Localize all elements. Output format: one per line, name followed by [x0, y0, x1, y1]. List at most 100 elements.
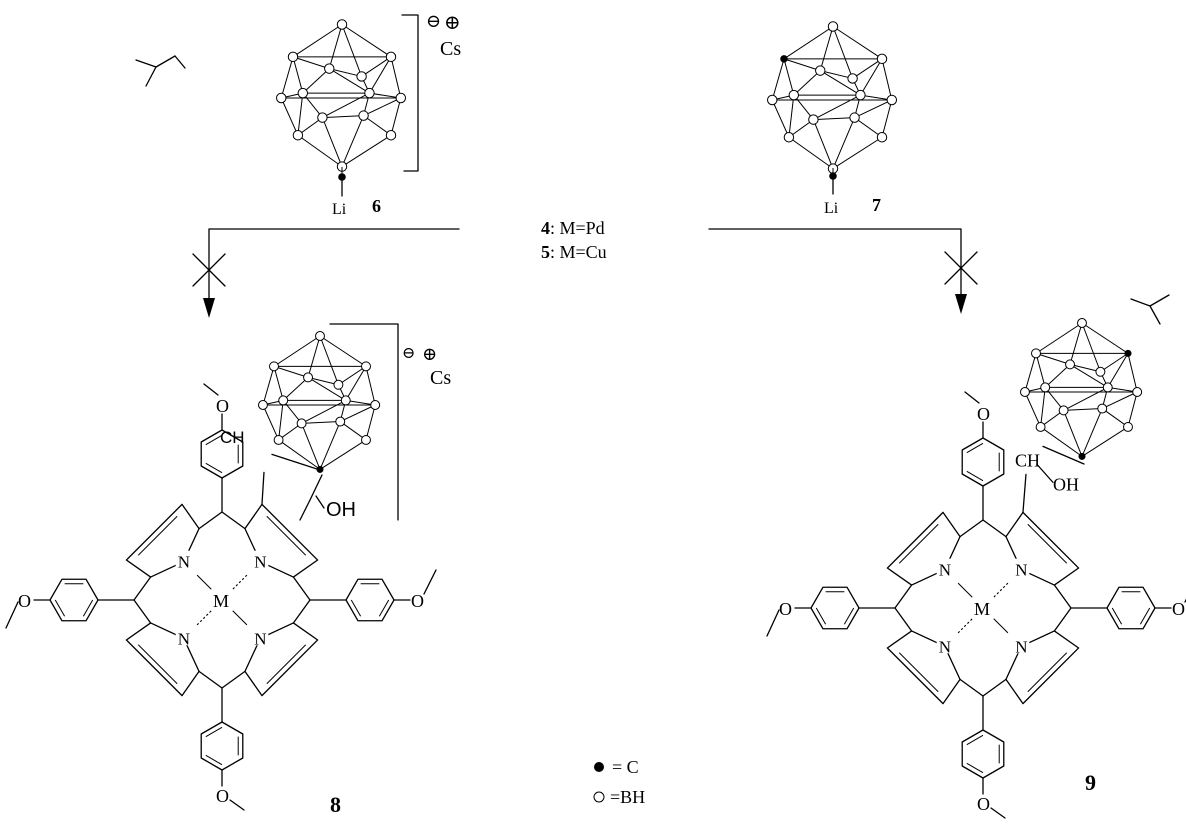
- cage-edge: [301, 421, 341, 424]
- cage-edge: [341, 24, 392, 58]
- carbon-legend-dot: [594, 762, 604, 772]
- compound-number-6: 6: [372, 196, 381, 216]
- boron-vertex: [361, 361, 371, 372]
- boron-vertex: [315, 331, 325, 341]
- cage-edge: [297, 93, 304, 136]
- meso-bond: [292, 576, 311, 601]
- cage-edge: [1101, 408, 1129, 428]
- cage-edge: [1107, 353, 1129, 388]
- oxygen-label: O: [216, 786, 229, 806]
- cage-edge: [881, 58, 893, 101]
- cage-edge: [1081, 426, 1129, 457]
- meso-bond: [221, 511, 246, 530]
- cage-edge: [390, 97, 402, 136]
- carbon-vertex: [1124, 349, 1132, 357]
- nitrogen-label: N: [178, 629, 190, 648]
- aryl-ring-left: [49, 578, 99, 622]
- metal-bond: [957, 582, 973, 598]
- boron-vertex: [1102, 382, 1113, 393]
- label-backdrop: [175, 550, 192, 569]
- cage-edge: [1081, 322, 1129, 354]
- aromatic-bond: [1111, 607, 1123, 625]
- cage-edge: [812, 119, 834, 169]
- coordination-bond: [196, 610, 212, 626]
- cage-edge: [292, 56, 304, 94]
- carbon-vertex: [780, 55, 788, 63]
- label-backdrop: [252, 550, 269, 569]
- boron-legend-dot: [593, 791, 605, 803]
- aromatic-bond: [54, 599, 66, 617]
- cage-edge: [1035, 352, 1071, 365]
- cage-edge: [1063, 410, 1083, 457]
- boron-vertex: [1019, 387, 1030, 397]
- boron-vertex: [257, 400, 268, 410]
- cage-edge: [783, 26, 834, 60]
- cage-edge: [1069, 322, 1083, 365]
- meso-bond: [1053, 607, 1072, 632]
- cage-edge: [319, 421, 341, 470]
- boron-vertex: [269, 361, 279, 372]
- reagent-6: ⊖ ⊕ Cs Li 6: [332, 11, 461, 218]
- cation-sign-8: ⊕: [422, 344, 437, 364]
- aromatic-bond: [966, 762, 984, 774]
- methyl-bond: [964, 391, 980, 404]
- oxygen-label: O: [411, 591, 424, 611]
- boron-vertex: [276, 92, 287, 104]
- coordination-bond: [232, 574, 248, 590]
- boron-vertex: [370, 400, 381, 410]
- cage-edge: [1040, 387, 1046, 428]
- meso-bond: [894, 584, 913, 609]
- boron-vertex: [278, 395, 289, 406]
- arrow-right: [708, 228, 978, 314]
- aromatic-bond: [205, 726, 223, 738]
- boron-vertex: [335, 416, 346, 427]
- pyrrole-ring: [125, 503, 200, 578]
- cage-link: [271, 453, 321, 471]
- nitrogen-label: N: [939, 637, 951, 656]
- cage-edge: [390, 56, 402, 99]
- reaction-conditions: 4: M=Pd 5: M=Cu: [541, 218, 607, 262]
- meso-bond: [959, 519, 984, 538]
- cage-edge: [319, 335, 339, 385]
- pyrrole-ring: [244, 503, 319, 578]
- cage-edge: [860, 94, 892, 101]
- boron-vertex: [361, 434, 371, 445]
- boron-vertex: [827, 21, 839, 32]
- meso-bond: [198, 670, 223, 689]
- aromatic-bond: [378, 599, 390, 617]
- bracket-6: [401, 14, 419, 172]
- cage-9-carborane: [1019, 318, 1143, 460]
- cage-edge: [307, 376, 347, 401]
- meso-bond: [959, 678, 984, 697]
- meso-bond: [894, 607, 913, 632]
- cage-edge: [793, 70, 821, 96]
- cage-edge: [771, 99, 790, 138]
- cage-edge: [328, 68, 370, 94]
- compound-number-9: 9: [1085, 770, 1096, 795]
- aryl-ring-right: [1106, 586, 1156, 630]
- nitrogen-label: N: [1015, 637, 1027, 656]
- isopropyl-7: [135, 55, 176, 68]
- methyl-bond: [423, 569, 437, 595]
- double-bond: [1027, 652, 1068, 693]
- cage-edge: [1081, 322, 1101, 372]
- label-backdrop: [211, 590, 233, 610]
- coordination-bond: [957, 618, 973, 634]
- cage-edge: [282, 377, 309, 401]
- cage-edge: [860, 58, 883, 96]
- cage-edge: [273, 365, 309, 378]
- cage-edge: [1063, 408, 1103, 411]
- double-bond: [266, 644, 307, 685]
- anion-sign-8: ⊖: [402, 345, 415, 362]
- boron-vertex: [788, 89, 800, 101]
- cation-sign-6: ⊕: [444, 12, 461, 34]
- cage-edge: [881, 99, 893, 138]
- methyl-bond: [990, 807, 1006, 819]
- boron-vertex: [783, 132, 795, 143]
- methyl-bond: [203, 383, 219, 396]
- cage-edge: [297, 134, 343, 168]
- cage-edge: [319, 439, 367, 470]
